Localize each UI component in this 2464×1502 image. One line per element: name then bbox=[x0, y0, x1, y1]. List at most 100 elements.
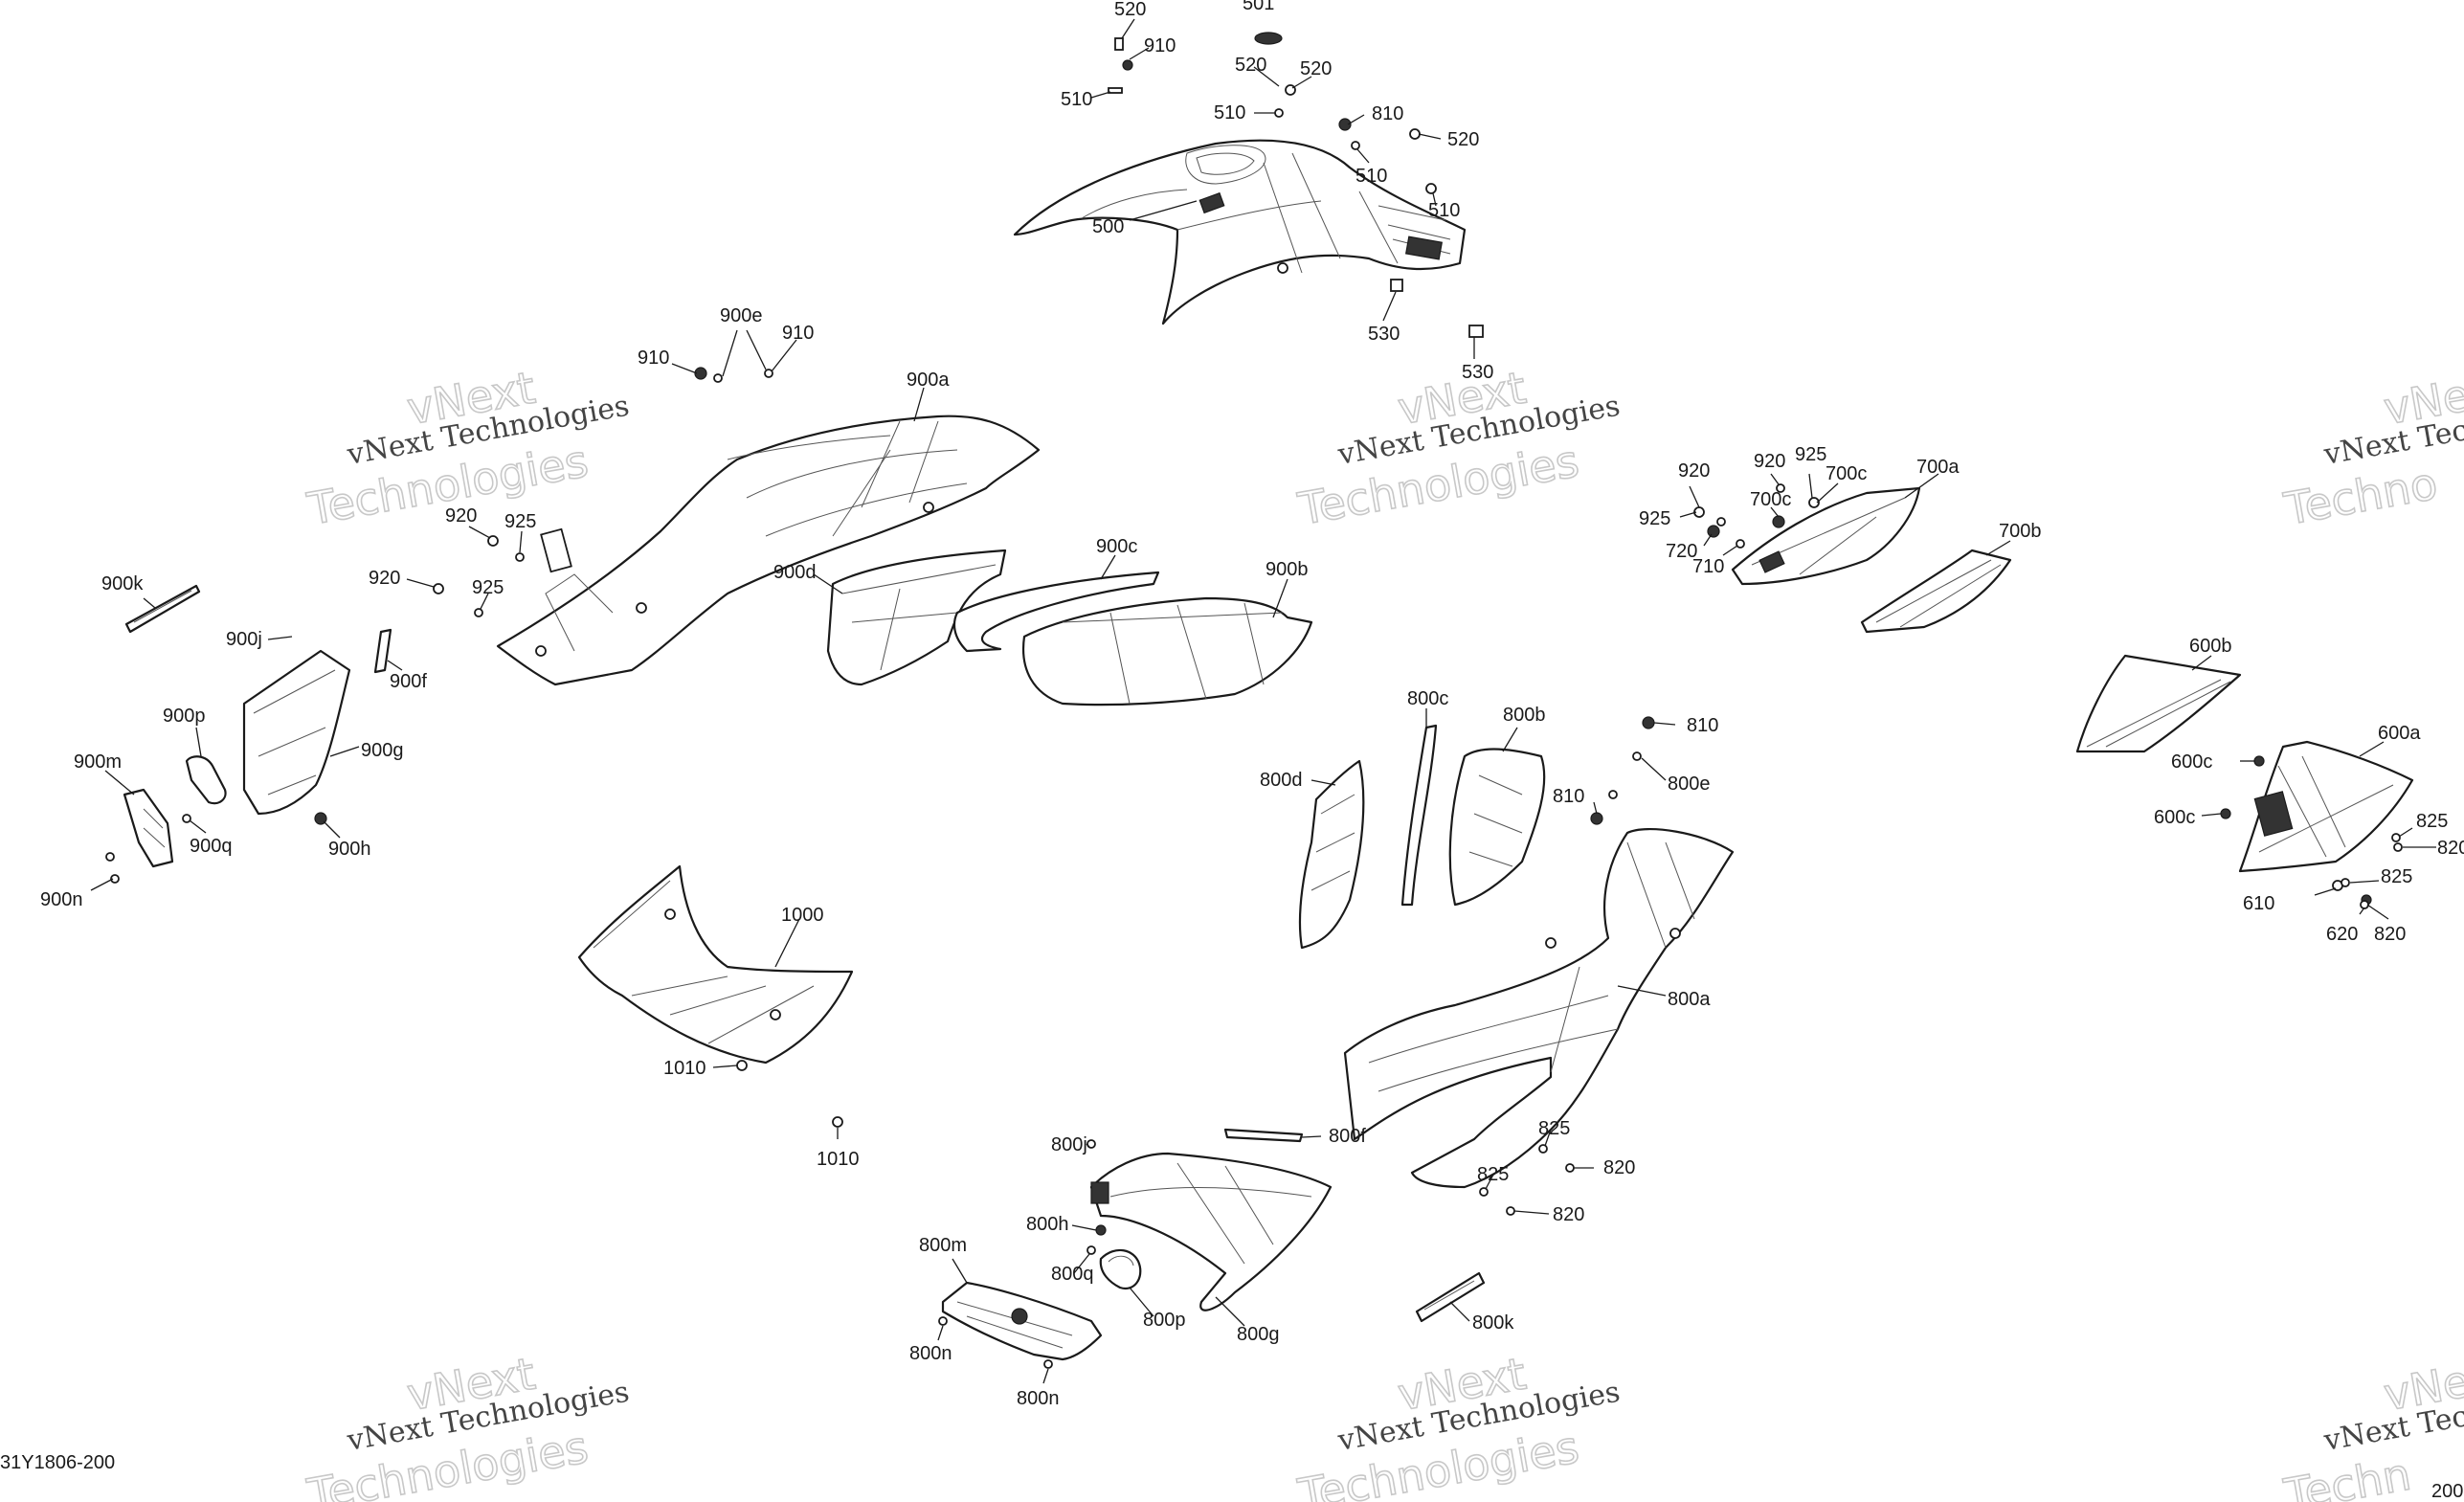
callout-label: 900n bbox=[40, 889, 83, 910]
callout-label: 810 bbox=[1553, 786, 1584, 807]
part-800d-insert bbox=[1298, 759, 1365, 950]
callout-label: 700b bbox=[1999, 521, 2042, 542]
callout-labels: 520 501 910 520 520 510 510 810 520 510 … bbox=[40, 0, 2464, 1409]
part-900b-side-panel bbox=[1021, 596, 1313, 706]
part-700b-panel bbox=[1860, 549, 2012, 634]
callout-label: 920 bbox=[1754, 451, 1785, 472]
callout-label: 825 bbox=[1538, 1118, 1570, 1139]
parts-layer bbox=[90, 18, 2436, 1384]
watermark-4: vNext vNext Technologies Technologies bbox=[1293, 1347, 1623, 1502]
callout-label: 900j bbox=[226, 629, 262, 650]
diagram-reference-number: 31Y1806-200 bbox=[0, 1452, 115, 1473]
callout-label: 900p bbox=[163, 706, 206, 727]
part-600a-lamp-housing bbox=[2238, 740, 2414, 873]
callout-label: 820 bbox=[2437, 838, 2464, 859]
callout-label: 800d bbox=[1260, 770, 1303, 791]
callout-label: 925 bbox=[504, 511, 536, 532]
callout-label: 825 bbox=[1477, 1164, 1509, 1185]
diagram-reference-partial: 200 bbox=[2431, 1481, 2463, 1502]
callout-label: 501 bbox=[1243, 0, 1274, 14]
callout-label: 610 bbox=[2243, 893, 2274, 914]
callout-label: 800m bbox=[919, 1235, 967, 1256]
callout-label: 925 bbox=[1639, 508, 1670, 529]
part-800m-bracket bbox=[941, 1281, 1103, 1361]
callout-label: 700c bbox=[1750, 489, 1791, 510]
callout-label: 810 bbox=[1372, 103, 1403, 124]
callout-label: 900b bbox=[1266, 559, 1309, 580]
leader-lines bbox=[90, 18, 2436, 1384]
callout-label: 900f bbox=[390, 671, 427, 692]
part-800k-badge bbox=[1415, 1271, 1486, 1323]
callout-label: 900g bbox=[361, 740, 404, 761]
callout-label: 530 bbox=[1368, 324, 1400, 345]
part-700a-cover bbox=[1731, 486, 1921, 586]
callout-label: 800a bbox=[1668, 989, 1711, 1010]
callout-label: 710 bbox=[1692, 556, 1724, 577]
callout-label: 520 bbox=[1114, 0, 1146, 20]
callout-label: 600b bbox=[2189, 636, 2232, 657]
callout-label: 810 bbox=[1687, 715, 1718, 736]
callout-label: 920 bbox=[369, 568, 400, 589]
callout-label: 600c bbox=[2154, 807, 2195, 828]
part-500-top-cover bbox=[1013, 139, 1467, 325]
callout-label: 825 bbox=[2416, 811, 2448, 832]
callout-label: 1010 bbox=[817, 1149, 860, 1170]
watermark-2: vNext vNext Technologies Technologies bbox=[1293, 361, 1623, 536]
callout-label: 800h bbox=[1026, 1214, 1069, 1235]
part-900g-cover bbox=[242, 649, 351, 816]
callout-label: 800j bbox=[1051, 1134, 1087, 1155]
watermark-6: vNext vNext Tec Techn bbox=[2279, 1347, 2464, 1502]
part-800b-panel bbox=[1448, 748, 1546, 907]
part-900a-left-upper-panel bbox=[496, 415, 1041, 686]
part-900c-strip bbox=[952, 571, 1160, 653]
callout-label: 910 bbox=[782, 323, 814, 344]
callout-label: 910 bbox=[638, 347, 669, 369]
callout-label: 900d bbox=[773, 562, 817, 583]
callout-label: 820 bbox=[1603, 1157, 1635, 1178]
part-900d-insert bbox=[826, 549, 1007, 686]
part-900k-badge bbox=[124, 584, 201, 634]
part-1000-lower-panel bbox=[577, 864, 854, 1065]
callout-label: 800k bbox=[1472, 1312, 1514, 1334]
part-800f-strip bbox=[1223, 1128, 1304, 1143]
callout-label: 720 bbox=[1666, 541, 1697, 562]
callout-label: 510 bbox=[1355, 166, 1387, 187]
callout-label: 700a bbox=[1916, 457, 1960, 478]
callout-label: 800n bbox=[1017, 1388, 1060, 1409]
callout-label: 530 bbox=[1462, 362, 1493, 383]
callout-label: 925 bbox=[472, 577, 504, 598]
watermark-group: vNext vNext Technologies Technologies vN… bbox=[302, 361, 2464, 1502]
callout-label: 900e bbox=[720, 305, 763, 326]
callout-label: 900m bbox=[74, 751, 122, 773]
callout-label: 510 bbox=[1428, 200, 1460, 221]
part-800a-right-upper-panel bbox=[1343, 827, 1735, 1189]
callout-label: 800f bbox=[1329, 1126, 1366, 1147]
part-800p-ring bbox=[1099, 1248, 1142, 1290]
part-900p-ring bbox=[185, 755, 227, 805]
callout-label: 510 bbox=[1061, 89, 1092, 110]
callout-label: 600c bbox=[2171, 751, 2212, 773]
watermark-6-tech: Techn bbox=[2280, 1448, 2415, 1502]
watermark-5-tech: Techno bbox=[2280, 458, 2441, 535]
callout-label: 920 bbox=[1678, 460, 1710, 482]
callout-label: 820 bbox=[2374, 924, 2406, 945]
callout-label: 825 bbox=[2381, 866, 2412, 887]
callout-label: 820 bbox=[1553, 1204, 1584, 1225]
callout-label: 520 bbox=[1235, 55, 1266, 76]
callout-label: 800q bbox=[1051, 1264, 1094, 1285]
callout-label: 900k bbox=[101, 573, 144, 594]
callout-label: 800p bbox=[1143, 1310, 1186, 1331]
callout-label: 1010 bbox=[663, 1058, 706, 1079]
callout-label: 900a bbox=[907, 370, 950, 391]
callout-label: 900h bbox=[328, 839, 371, 860]
callout-label: 800g bbox=[1237, 1324, 1280, 1345]
watermark-3: vNext vNext Technologies Technologies bbox=[302, 1347, 632, 1502]
callout-label: 800n bbox=[909, 1343, 952, 1364]
part-900m-bracket bbox=[123, 788, 174, 868]
callout-label: 500 bbox=[1092, 216, 1124, 237]
callout-label: 620 bbox=[2326, 924, 2358, 945]
callout-label: 900c bbox=[1096, 536, 1137, 557]
callout-label: 900q bbox=[190, 836, 233, 857]
callout-label: 920 bbox=[445, 505, 477, 527]
